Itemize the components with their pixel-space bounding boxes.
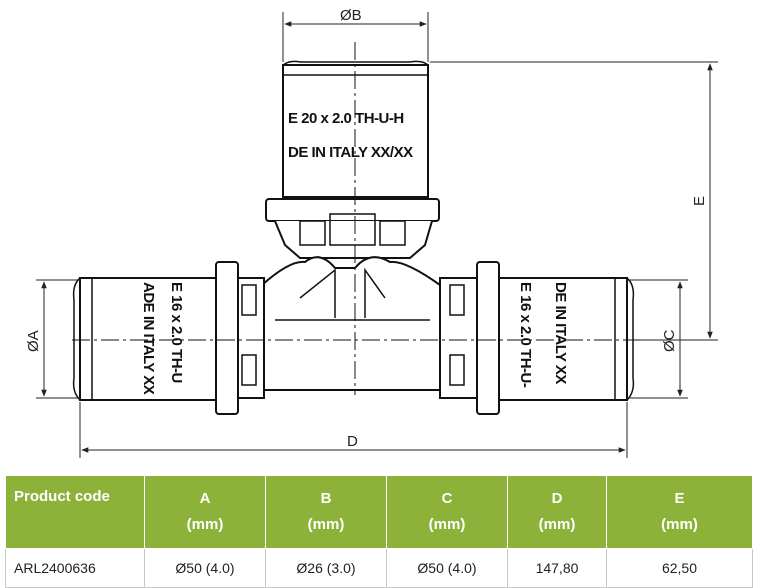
tee-body	[261, 256, 441, 391]
cell-d: 147,80	[507, 548, 607, 588]
left-stamp-line2: ADE IN ITALY XX	[140, 282, 157, 395]
top-collar	[265, 198, 440, 222]
top-stamp-line2: DE IN ITALY XX/XX	[288, 144, 413, 161]
left-stamp-line1: E 16 x 2.0 TH-U	[168, 282, 185, 383]
header-d: D(mm)	[507, 475, 607, 549]
left-sleeve	[79, 277, 217, 401]
product-table: Product code A(mm) B(mm) C(mm) D(mm) E(m…	[5, 475, 753, 588]
left-collar	[215, 261, 239, 415]
header-b: B(mm)	[265, 475, 387, 549]
dim-label-a: ØA	[25, 330, 42, 352]
cell-e: 62,50	[606, 548, 753, 588]
header-a: A(mm)	[144, 475, 266, 549]
cell-product-code: ARL2400636	[5, 548, 145, 588]
dim-label-e: E	[691, 196, 708, 206]
table-row: ARL2400636 Ø50 (4.0) Ø26 (3.0) Ø50 (4.0)…	[5, 548, 753, 588]
cell-c: Ø50 (4.0)	[386, 548, 508, 588]
tee-fitting-drawing: E 20 x 2.0 TH-U-H DE IN ITALY XX/XX E 16…	[25, 7, 718, 458]
dim-label-d: D	[347, 433, 358, 450]
dim-label-c: ØC	[661, 329, 678, 352]
table-header-row: Product code A(mm) B(mm) C(mm) D(mm) E(m…	[5, 475, 753, 549]
top-stamp-line1: E 20 x 2.0 TH-U-H	[288, 110, 404, 127]
header-product-code: Product code	[5, 475, 145, 549]
header-e: E(mm)	[606, 475, 753, 549]
right-stamp-line1: E 16 x 2.0 TH-U-	[517, 282, 534, 388]
cell-a: Ø50 (4.0)	[144, 548, 266, 588]
right-sleeve	[498, 277, 628, 401]
dim-label-b: ØB	[340, 7, 362, 24]
right-collar	[476, 261, 500, 415]
header-c: C(mm)	[386, 475, 508, 549]
right-stamp-line2: DE IN ITALY XX	[552, 282, 569, 384]
cell-b: Ø26 (3.0)	[265, 548, 387, 588]
